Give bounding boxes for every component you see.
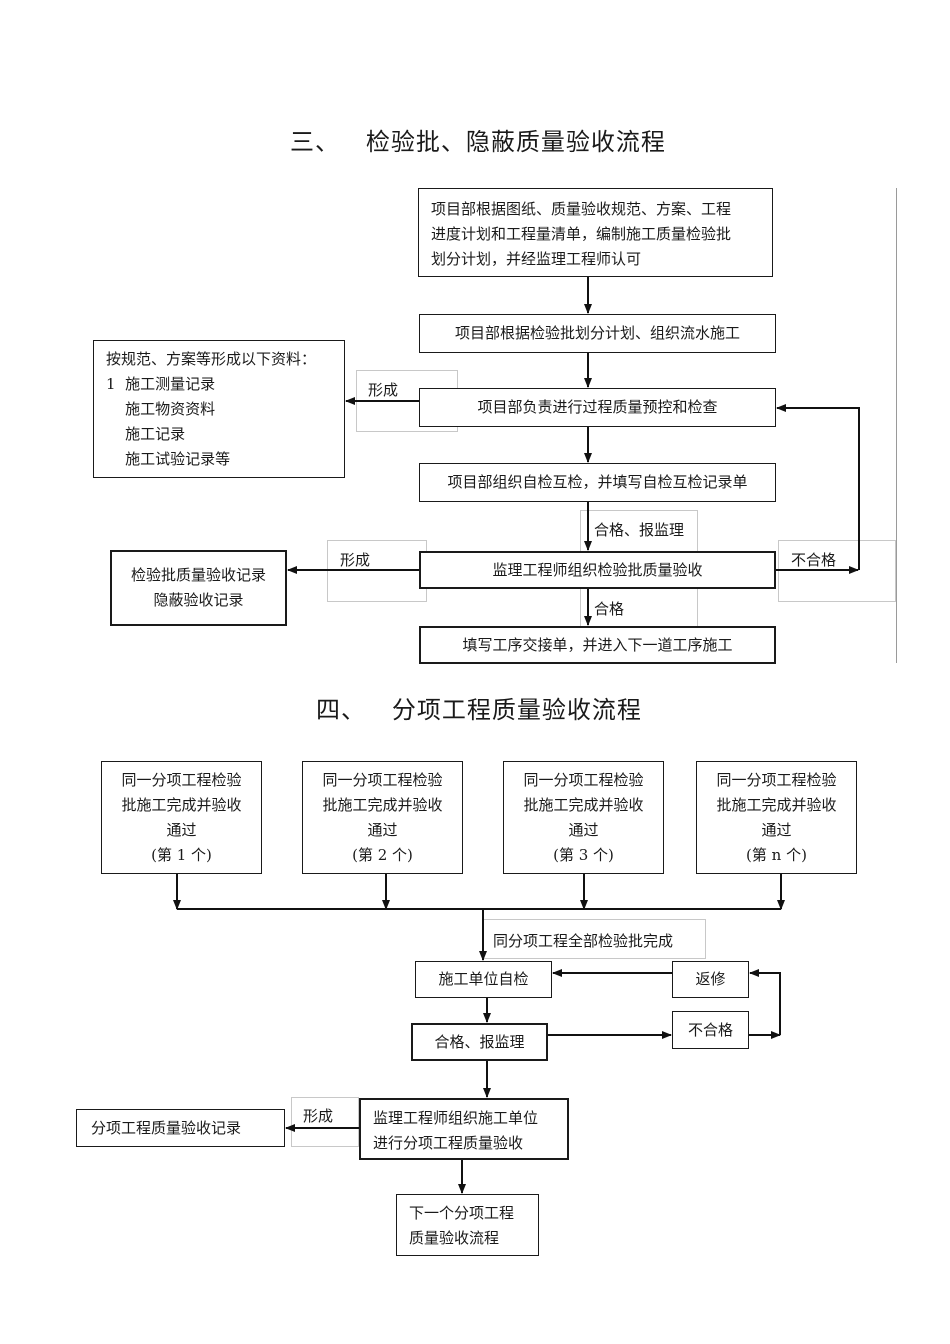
batch-line: (第 1 个)	[151, 845, 212, 864]
step-plan-box: 项目部根据图纸、质量验收规范、方案、工程 进度计划和工程量清单，编制施工质量检验…	[418, 188, 773, 277]
batch-line: 通过	[166, 820, 197, 839]
batch-line: 同一分项工程检验	[322, 770, 443, 789]
acceptance-record-line: 隐蔽验收记录	[153, 591, 244, 609]
batch-line: 批施工完成并验收	[322, 795, 443, 814]
batch-line: 同一分项工程检验	[121, 770, 242, 789]
pass-report-box: 合格、报监理	[411, 1023, 548, 1061]
batch-box-3: 同一分项工程检验 批施工完成并验收 通过 (第 3 个)	[503, 761, 664, 874]
arrow-fail-loop-back	[776, 404, 860, 570]
all-done-label: 同分项工程全部检验批完成	[493, 932, 674, 950]
batch-line: 批施工完成并验收	[716, 795, 837, 814]
subitem-supervisor-line: 进行分项工程质量验收	[373, 1134, 524, 1152]
self-check-box: 施工单位自检	[415, 961, 552, 998]
step-handover-box: 填写工序交接单，并进入下一道工序施工	[419, 626, 776, 664]
rework-box: 返修	[672, 961, 749, 998]
step-plan-line: 划分计划，并经监理工程师认可	[431, 250, 642, 268]
batch-line: (第 2 个)	[352, 845, 413, 864]
rework-text: 返修	[695, 970, 726, 988]
step-organize-text: 项目部根据检验批划分计划、组织流水施工	[454, 324, 740, 342]
form-label-3: 形成	[303, 1107, 334, 1125]
step-selfcheck-text: 项目部组织自检互检，并填写自检互检记录单	[447, 473, 748, 491]
step-handover-text: 填写工序交接单，并进入下一道工序施工	[462, 635, 733, 654]
batch-line: 通过	[568, 820, 599, 839]
batch-box-2: 同一分项工程检验 批施工完成并验收 通过 (第 2 个)	[302, 761, 463, 874]
records-line: 施工记录	[106, 425, 186, 443]
batch-line: 批施工完成并验收	[121, 795, 242, 814]
batch-line: 批施工完成并验收	[523, 795, 644, 814]
arrow-fail-to-rework	[749, 969, 781, 1035]
step-selfcheck-box: 项目部组织自检互检，并填写自检互检记录单	[419, 463, 776, 502]
acceptance-record-line: 检验批质量验收记录	[130, 566, 266, 584]
pass-report-text: 合格、报监理	[434, 1032, 525, 1051]
section4-title: 四、 分项工程质量验收流程	[316, 696, 642, 724]
pass-report-label: 合格、报监理	[594, 521, 685, 539]
subitem-supervisor-box: 监理工程师组织施工单位 进行分项工程质量验收	[359, 1098, 569, 1160]
step-plan-line: 进度计划和工程量清单，编制施工质量检验批	[431, 225, 732, 243]
form-label: 形成	[368, 381, 399, 399]
page-margin-rule	[896, 188, 897, 663]
fail-box: 不合格	[672, 1011, 749, 1049]
batch-line: 同一分项工程检验	[716, 770, 837, 789]
step-precontrol-text: 项目部负责进行过程质量预控和检查	[477, 398, 718, 416]
records-line: 1 施工测量记录	[106, 375, 216, 393]
records-line: 施工物资资料	[106, 400, 216, 418]
pass-label: 合格	[594, 600, 625, 618]
step-plan-line: 项目部根据图纸、质量验收规范、方案、工程	[431, 200, 732, 218]
records-line: 施工试验记录等	[106, 450, 231, 468]
batch-line: (第 n 个)	[746, 845, 807, 864]
step-organize-box: 项目部根据检验批划分计划、组织流水施工	[419, 314, 776, 353]
batch-box-1: 同一分项工程检验 批施工完成并验收 通过 (第 1 个)	[101, 761, 262, 874]
self-check-text: 施工单位自检	[438, 970, 529, 988]
batch-line: 通过	[367, 820, 398, 839]
next-flow-line: 下一个分项工程	[409, 1204, 515, 1222]
records-line: 按规范、方案等形成以下资料：	[106, 350, 317, 368]
fail-label: 不合格	[791, 551, 837, 569]
subitem-supervisor-line: 监理工程师组织施工单位	[373, 1109, 539, 1127]
form-label-2: 形成	[340, 551, 371, 569]
batch-line: 同一分项工程检验	[523, 770, 644, 789]
section3-title: 三、 检验批、隐蔽质量验收流程	[290, 128, 666, 156]
step-supervisor-box: 监理工程师组织检验批质量验收	[419, 551, 776, 589]
next-flow-line: 质量验收流程	[409, 1229, 500, 1247]
next-flow-box: 下一个分项工程 质量验收流程	[396, 1194, 539, 1256]
batch-line: 通过	[761, 820, 792, 839]
batch-box-n: 同一分项工程检验 批施工完成并验收 通过 (第 n 个)	[696, 761, 857, 874]
step-supervisor-text: 监理工程师组织检验批质量验收	[492, 560, 703, 579]
step-precontrol-box: 项目部负责进行过程质量预控和检查	[419, 388, 776, 427]
fail-text: 不合格	[687, 1020, 733, 1039]
record-text: 分项工程质量验收记录	[91, 1118, 242, 1137]
batch-line: (第 3 个)	[553, 845, 614, 864]
record-box: 分项工程质量验收记录	[76, 1109, 285, 1147]
form-label-frame-3	[291, 1097, 359, 1147]
records-box: 按规范、方案等形成以下资料： 1 施工测量记录 施工物资资料 施工记录 施工试验…	[93, 340, 345, 478]
acceptance-record-box: 检验批质量验收记录 隐蔽验收记录	[110, 550, 287, 626]
